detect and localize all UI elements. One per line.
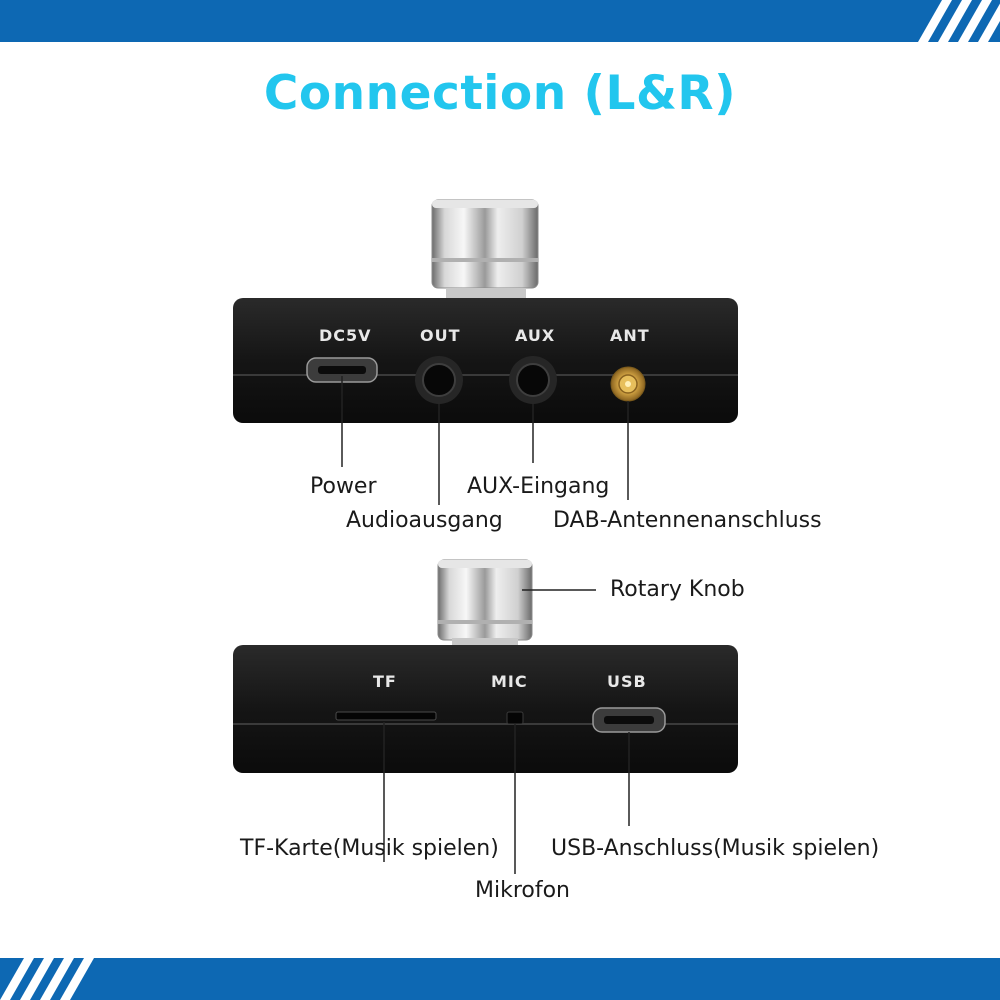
bottom-banner	[0, 958, 1000, 1000]
port-label-tf: TF	[373, 672, 397, 691]
callout-rotary-knob: Rotary Knob	[610, 577, 745, 602]
port-label-mic: MIC	[491, 672, 528, 691]
tf-slot-icon	[335, 711, 437, 721]
page-title: Connection (L&R)	[263, 66, 737, 121]
top-device	[233, 199, 738, 505]
callout-dab-antenna: DAB-Antennenanschluss	[553, 508, 822, 533]
port-label-dc5v: DC5V	[319, 326, 372, 345]
callout-usb-anschluss: USB-Anschluss(Musik spielen)	[551, 836, 880, 861]
callout-power: Power	[310, 474, 377, 499]
port-label-ant: ANT	[610, 326, 650, 345]
rotary-knob-icon	[431, 199, 539, 300]
audio-jack-icon	[415, 356, 463, 404]
port-label-aux: AUX	[515, 326, 556, 345]
bottom-stripes	[0, 958, 94, 1000]
callout-audioausgang: Audioausgang	[346, 508, 503, 533]
top-stripes	[918, 0, 1000, 42]
callout-mikrofon: Mikrofon	[475, 878, 571, 903]
rotary-knob-icon	[437, 559, 533, 648]
callout-aux-eingang: AUX-Eingang	[467, 474, 610, 499]
port-label-out: OUT	[420, 326, 461, 345]
sma-antenna-connector-icon	[610, 366, 646, 402]
callout-tf-karte: TF-Karte(Musik spielen)	[240, 836, 499, 861]
top-banner	[0, 0, 1000, 42]
bottom-device	[233, 559, 738, 874]
mic-hole-icon	[506, 711, 524, 725]
port-label-usb: USB	[607, 672, 647, 691]
audio-jack-icon	[509, 356, 557, 404]
micro-usb-port-icon	[306, 357, 378, 383]
micro-usb-port-icon	[592, 707, 666, 733]
